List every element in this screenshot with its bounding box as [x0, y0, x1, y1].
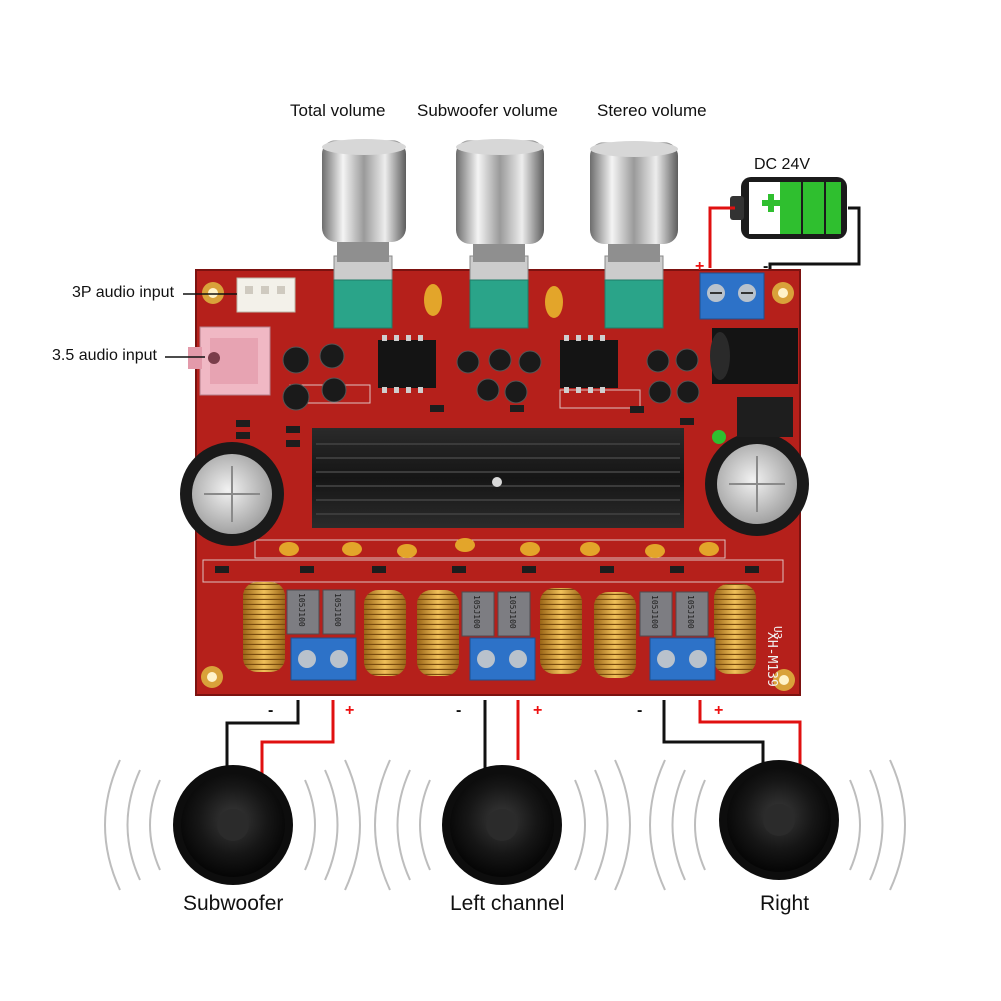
label-3p-audio-input: 3P audio input [72, 284, 175, 301]
right-plus-sign: + [714, 702, 724, 719]
smd-components [215, 405, 759, 573]
power-terminal-block [699, 272, 765, 320]
inductors [243, 582, 756, 678]
dc-barrel-jack [710, 328, 798, 384]
knob-total-volume[interactable] [322, 139, 406, 329]
left-plus-sign: + [533, 702, 543, 719]
power-plus-wire [708, 206, 735, 268]
inductor-code-6: 105J100 [686, 595, 695, 629]
subwoofer-minus-sign: - [268, 702, 274, 719]
op-amp-chips [378, 335, 618, 393]
inductor-code-5: 105J100 [650, 595, 659, 629]
inductor-code-1: 105J100 [297, 593, 306, 627]
mounting-holes [201, 282, 795, 691]
inductor-code-3: 105J100 [472, 595, 481, 629]
power-minus-wire [768, 206, 861, 276]
knob-stereo-volume[interactable] [590, 141, 678, 329]
speaker-terminal-blocks [290, 637, 716, 681]
diode [737, 397, 793, 437]
power-minus-sign: - [763, 258, 769, 275]
label-subwoofer-volume: Subwoofer volume [417, 101, 558, 120]
label-3-5-audio-input: 3.5 audio input [52, 347, 157, 364]
board-unit-text: U3 [771, 626, 784, 639]
small-capacitors [282, 343, 700, 411]
subwoofer-plus-sign: + [345, 702, 355, 719]
right-minus-sign: - [637, 702, 643, 719]
left-minus-sign: - [456, 702, 462, 719]
power-plus-sign: + [695, 258, 705, 275]
knob-subwoofer-volume[interactable] [456, 139, 544, 329]
label-dc-power: DC 24V [754, 156, 811, 173]
speaker-right-icon [649, 759, 906, 891]
inductor-code-4: 105J100 [508, 595, 517, 629]
label-left-channel: Left channel [450, 892, 565, 915]
ceramic-capacitors [279, 284, 719, 558]
label-subwoofer: Subwoofer [183, 892, 284, 915]
label-stereo-volume: Stereo volume [597, 101, 707, 120]
inductor-code-2: 105J100 [333, 593, 342, 627]
power-led [712, 430, 726, 444]
label-right: Right [760, 892, 810, 915]
film-capacitors [286, 589, 709, 637]
large-capacitor-left [180, 442, 284, 546]
large-capacitor-right [705, 432, 809, 536]
amplifier-board [180, 269, 809, 696]
battery-icon [730, 177, 847, 239]
board-model-text: XH-M139 [764, 632, 779, 687]
speaker-subwoofer-icon [104, 759, 361, 891]
label-total-volume: Total volume [290, 101, 386, 120]
heatsink [312, 428, 684, 528]
3p-audio-connector [236, 277, 296, 313]
speaker-wires [225, 700, 802, 786]
3-5mm-jack [188, 326, 271, 396]
speaker-left-icon [374, 759, 631, 891]
